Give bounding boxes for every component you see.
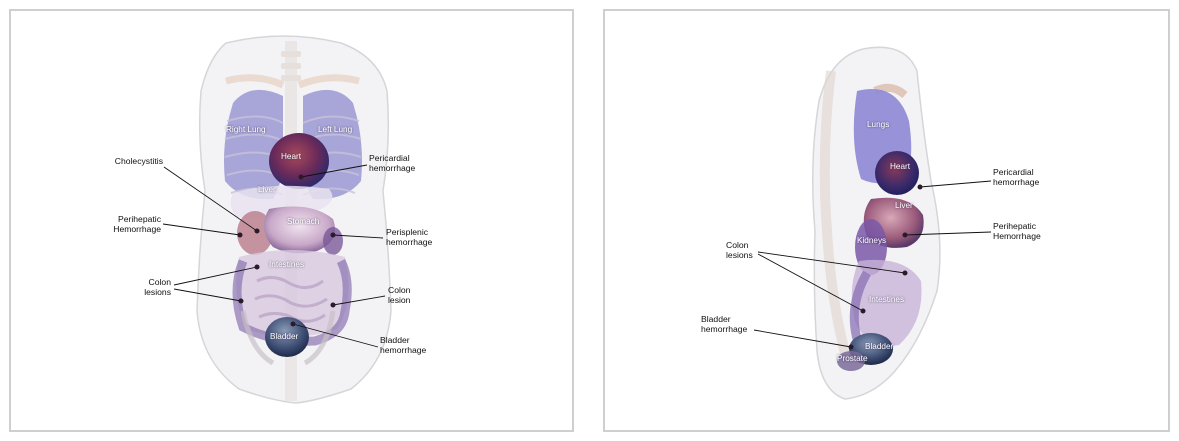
- side-annotation-pericardial-hemorrhage: Pericardial hemorrhage: [993, 167, 1039, 187]
- side-organ-label-liver: Liver: [895, 201, 913, 210]
- side-organ-label-heart: Heart: [890, 162, 910, 171]
- right-lung: [224, 90, 283, 199]
- side-organ-label-kidneys: Kidneys: [857, 236, 886, 245]
- side-heart: [875, 151, 919, 195]
- side-organ-label-intestines: Intestines: [869, 295, 904, 304]
- organ-label-intestines: Intestines: [269, 260, 304, 269]
- side-annotation-colon-lesions: Colon lesions: [726, 240, 753, 260]
- organ-label-right-lung: Right Lung: [226, 125, 266, 134]
- side-view-panel: Lungs Heart Liver Kidneys Intestines Bla…: [603, 9, 1170, 432]
- annotation-cholecystitis: Cholecystitis: [79, 156, 163, 166]
- side-torso-illustration: [605, 11, 1170, 432]
- annotation-perihepatic-hemorrhage: Perihepatic Hemorrhage: [71, 214, 161, 234]
- organ-label-liver: Liver: [258, 185, 276, 194]
- side-annotation-perihepatic-hemorrhage: Perihepatic Hemorrhage: [993, 221, 1041, 241]
- organ-label-bladder: Bladder: [270, 332, 298, 341]
- annotation-perisplenic-hemorrhage: Perisplenic hemorrhage: [386, 227, 432, 247]
- side-annotation-bladder-hemorrhage: Bladder hemorrhage: [701, 314, 747, 334]
- side-organ-label-prostate: Prostate: [837, 354, 868, 363]
- front-view-panel: Right Lung Left Lung Heart Liver Stomach…: [9, 9, 574, 432]
- side-organ-label-bladder: Bladder: [865, 342, 893, 351]
- organ-label-left-lung: Left Lung: [318, 125, 352, 134]
- side-organ-label-lungs: Lungs: [867, 120, 889, 129]
- annotation-colon-lesion: Colon lesion: [388, 285, 410, 305]
- organ-label-stomach: Stomach: [287, 217, 319, 226]
- annotation-colon-lesions: Colon lesions: [109, 277, 171, 297]
- kidney-left: [323, 227, 343, 255]
- organ-label-heart: Heart: [281, 152, 301, 161]
- annotation-pericardial-hemorrhage: Pericardial hemorrhage: [369, 153, 415, 173]
- annotation-bladder-hemorrhage: Bladder hemorrhage: [380, 335, 426, 355]
- heart: [269, 133, 329, 189]
